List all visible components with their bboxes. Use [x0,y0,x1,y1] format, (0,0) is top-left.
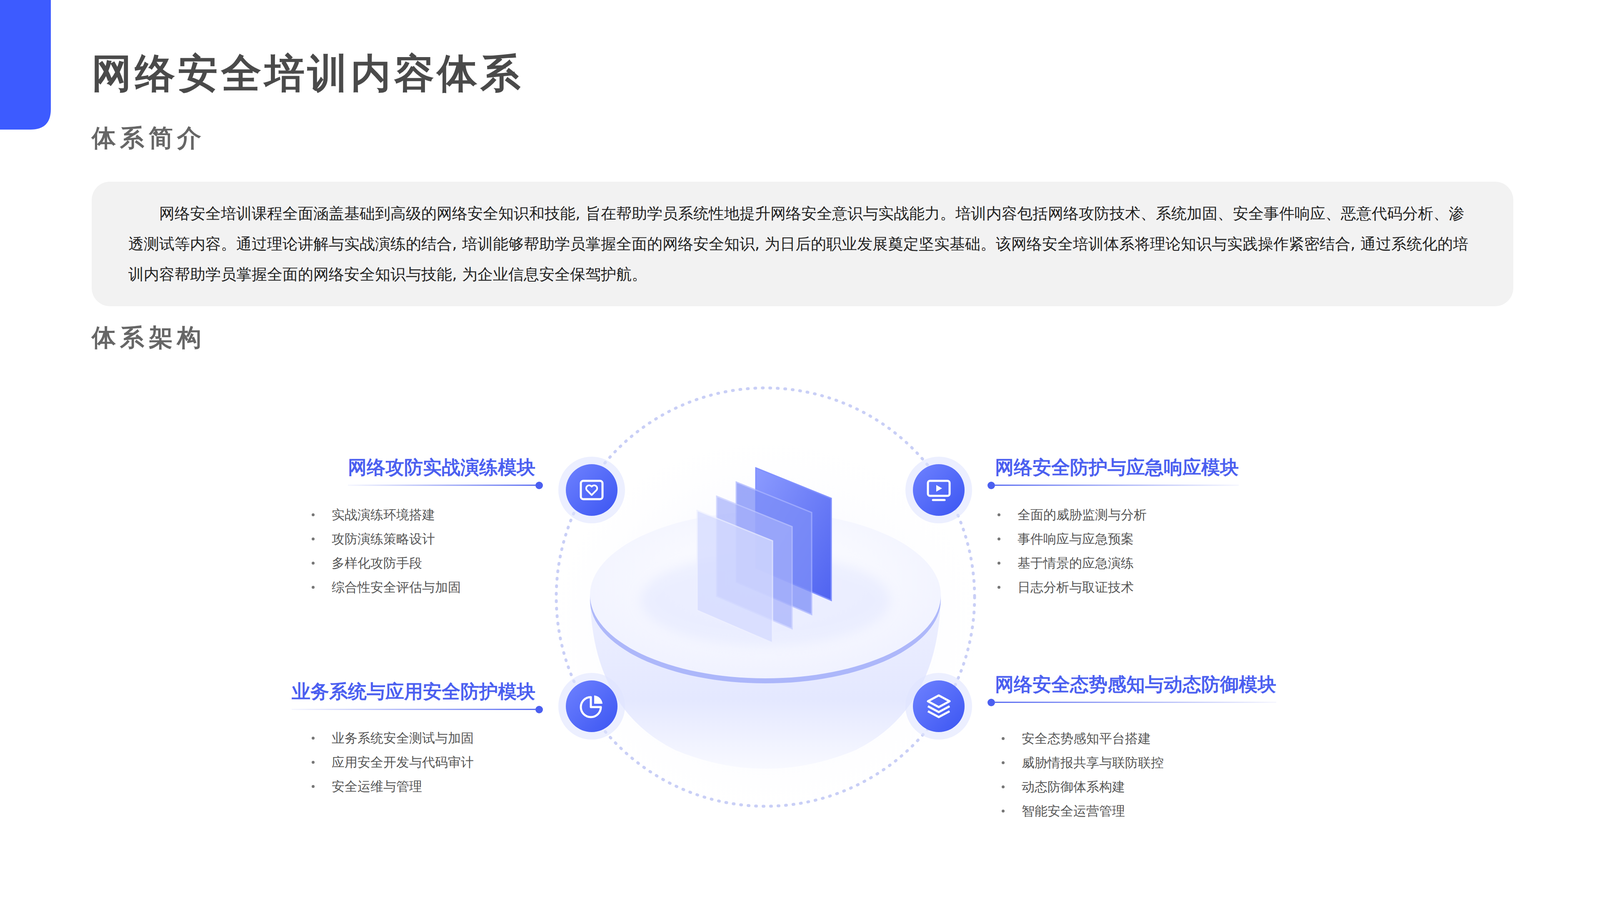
module-title: 网络安全态势感知与动态防御模块 [995,672,1277,703]
bullet-item: 安全运维与管理 [308,774,553,799]
module-block: 网络攻防实战演练模块实战演练环境搭建攻防演练策略设计多样化攻防手段综合性安全评估… [308,455,536,600]
bullet-item: 综合性安全评估与加固 [308,575,496,600]
bullet-item: 威胁情报共享与联防联控 [998,750,1293,775]
module-head: 网络安全防护与应急响应模块 [995,455,1252,486]
bullet-item: 攻防演练策略设计 [308,526,496,551]
glow [532,425,999,825]
icon-circles [558,456,973,740]
bullet-item: 事件响应与应急预案 [994,526,1252,551]
intro-panel: 网络安全培训课程全面涵盖基础到高级的网络安全知识和技能, 旨在帮助学员系统性地提… [91,181,1514,307]
bullet-item: 基于情景的应急演练 [994,550,1252,575]
bullet-list: 全面的威胁监测与分析事件响应与应急预案基于情景的应急演练日志分析与取证技术 [994,502,1252,600]
intro-text: 网络安全培训课程全面涵盖基础到高级的网络安全知识和技能, 旨在帮助学员系统性地提… [128,198,1477,290]
bullet-item: 全面的威胁监测与分析 [994,502,1252,527]
bullet-list: 实战演练环境搭建攻防演练策略设计多样化攻防手段综合性安全评估与加固 [308,502,496,600]
module-block: 网络安全防护与应急响应模块全面的威胁监测与分析事件响应与应急预案基于情景的应急演… [995,455,1252,600]
corner-tab [0,0,51,130]
module-title: 网络安全防护与应急响应模块 [995,455,1239,486]
bullet-item: 多样化攻防手段 [308,550,496,575]
dotted-ring [556,387,975,807]
bullet-item: 实战演练环境搭建 [308,502,496,527]
section-heading: 体系简介 [91,122,206,153]
bullet-list: 安全态势感知平台搭建威胁情报共享与联防联控动态防御体系构建智能安全运营管理 [998,726,1293,823]
module-head: 业务系统与应用安全防护模块 [291,679,536,710]
module-title: 业务系统与应用安全防护模块 [291,679,536,710]
glass-panes [697,467,832,643]
page-title: 网络安全培训内容体系 [91,48,524,99]
section-heading: 体系架构 [91,322,206,353]
module-block: 网络安全态势感知与动态防御模块安全态势感知平台搭建威胁情报共享与联防联控动态防御… [995,672,1293,823]
module-block: 业务系统与应用安全防护模块业务系统安全测试与加固应用安全开发与代码审计安全运维与… [291,679,536,799]
bullet-item: 业务系统安全测试与加固 [308,725,553,750]
module-head: 网络安全态势感知与动态防御模块 [995,672,1293,703]
bullet-item: 日志分析与取证技术 [994,575,1252,600]
bullet-item: 动态防御体系构建 [998,774,1293,799]
bullet-item: 安全态势感知平台搭建 [998,726,1293,751]
module-head: 网络攻防实战演练模块 [308,455,536,486]
bullet-item: 应用安全开发与代码审计 [308,750,553,775]
bullet-list: 业务系统安全测试与加固应用安全开发与代码审计安全运维与管理 [308,725,553,799]
bullet-item: 智能安全运营管理 [998,798,1293,823]
module-title: 网络攻防实战演练模块 [347,455,536,486]
